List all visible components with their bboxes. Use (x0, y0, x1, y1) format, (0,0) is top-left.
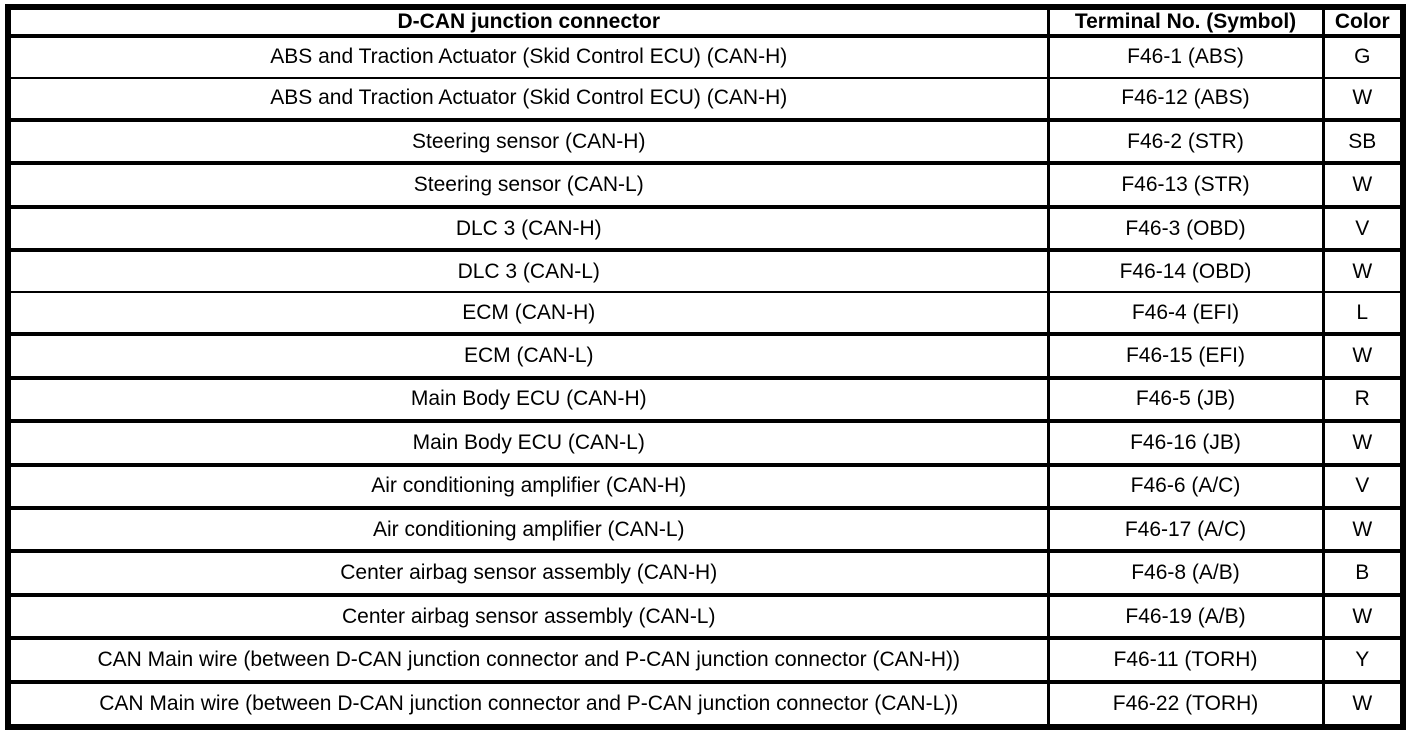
cell-device: Main Body ECU (CAN-L) (6, 419, 1048, 465)
d-can-junction-connector-table: D-CAN junction connector Terminal No. (S… (5, 4, 1406, 730)
cell-terminal: F46-22 (TORH) (1046, 679, 1323, 727)
table-row: ABS and Traction Actuator (Skid Control … (6, 34, 1403, 78)
cell-color: W (1321, 161, 1403, 207)
cell-terminal: F46-13 (STR) (1046, 161, 1323, 207)
cell-terminal: F46-6 (A/C) (1046, 462, 1323, 508)
cell-terminal: F46-17 (A/C) (1046, 505, 1323, 552)
table-row: Steering sensor (CAN-L) F46-13 (STR) W (6, 161, 1403, 207)
cell-device: ABS and Traction Actuator (Skid Control … (6, 76, 1048, 120)
header-row: D-CAN junction connector Terminal No. (S… (6, 7, 1403, 36)
cell-color: W (1321, 332, 1403, 378)
cell-device: ECM (CAN-L) (6, 332, 1048, 378)
cell-device: CAN Main wire (between D-CAN junction co… (6, 679, 1048, 727)
cell-color: W (1321, 679, 1403, 727)
cell-color: V (1321, 204, 1403, 251)
table-row: ABS and Traction Actuator (Skid Control … (6, 76, 1403, 120)
table-row: ECM (CAN-L) F46-15 (EFI) W (6, 332, 1403, 378)
cell-terminal: F46-4 (EFI) (1046, 291, 1323, 335)
cell-device: Main Body ECU (CAN-H) (6, 375, 1048, 422)
cell-terminal: F46-15 (EFI) (1046, 332, 1323, 378)
cell-color: W (1321, 248, 1403, 293)
cell-color: R (1321, 375, 1403, 422)
table-row: ECM (CAN-H) F46-4 (EFI) L (6, 291, 1403, 335)
column-header-color: Color (1321, 7, 1403, 36)
table-row: Center airbag sensor assembly (CAN-L) F4… (6, 592, 1403, 639)
cell-terminal: F46-3 (OBD) (1046, 204, 1323, 251)
cell-color: W (1321, 76, 1403, 120)
cell-color: W (1321, 505, 1403, 552)
cell-device: Steering sensor (CAN-L) (6, 161, 1048, 207)
table-row: Air conditioning amplifier (CAN-L) F46-1… (6, 505, 1403, 552)
table-row: DLC 3 (CAN-H) F46-3 (OBD) V (6, 204, 1403, 251)
cell-color: V (1321, 462, 1403, 508)
cell-color: Y (1321, 636, 1403, 682)
column-header-connector: D-CAN junction connector (6, 7, 1048, 36)
cell-device: Center airbag sensor assembly (CAN-H) (6, 549, 1048, 595)
cell-device: Air conditioning amplifier (CAN-L) (6, 505, 1048, 552)
cell-terminal: F46-8 (A/B) (1046, 549, 1323, 595)
cell-device: Air conditioning amplifier (CAN-H) (6, 462, 1048, 508)
cell-device: Center airbag sensor assembly (CAN-L) (6, 592, 1048, 639)
cell-device: ECM (CAN-H) (6, 291, 1048, 335)
table-row: Air conditioning amplifier (CAN-H) F46-6… (6, 462, 1403, 508)
cell-color: W (1321, 419, 1403, 465)
table-row: Center airbag sensor assembly (CAN-H) F4… (6, 549, 1403, 595)
cell-color: L (1321, 291, 1403, 335)
cell-terminal: F46-19 (A/B) (1046, 592, 1323, 639)
cell-terminal: F46-11 (TORH) (1046, 636, 1323, 682)
column-header-terminal: Terminal No. (Symbol) (1046, 7, 1323, 36)
cell-color: B (1321, 549, 1403, 595)
cell-color: W (1321, 592, 1403, 639)
table-row: CAN Main wire (between D-CAN junction co… (6, 636, 1403, 682)
cell-device: DLC 3 (CAN-H) (6, 204, 1048, 251)
cell-color: SB (1321, 117, 1403, 164)
table-row: DLC 3 (CAN-L) F46-14 (OBD) W (6, 248, 1403, 293)
cell-terminal: F46-14 (OBD) (1046, 248, 1323, 293)
cell-device: DLC 3 (CAN-L) (6, 248, 1048, 293)
cell-device: Steering sensor (CAN-H) (6, 117, 1048, 164)
cell-terminal: F46-12 (ABS) (1046, 76, 1323, 120)
cell-device: CAN Main wire (between D-CAN junction co… (6, 636, 1048, 682)
table-row: Main Body ECU (CAN-H) F46-5 (JB) R (6, 375, 1403, 422)
cell-device: ABS and Traction Actuator (Skid Control … (6, 34, 1048, 78)
cell-terminal: F46-2 (STR) (1046, 117, 1323, 164)
cell-terminal: F46-5 (JB) (1046, 375, 1323, 422)
table-row: Steering sensor (CAN-H) F46-2 (STR) SB (6, 117, 1403, 164)
cell-terminal: F46-16 (JB) (1046, 419, 1323, 465)
cell-color: G (1321, 34, 1403, 78)
table-row: Main Body ECU (CAN-L) F46-16 (JB) W (6, 419, 1403, 465)
cell-terminal: F46-1 (ABS) (1046, 34, 1323, 78)
table-row: CAN Main wire (between D-CAN junction co… (6, 679, 1403, 727)
